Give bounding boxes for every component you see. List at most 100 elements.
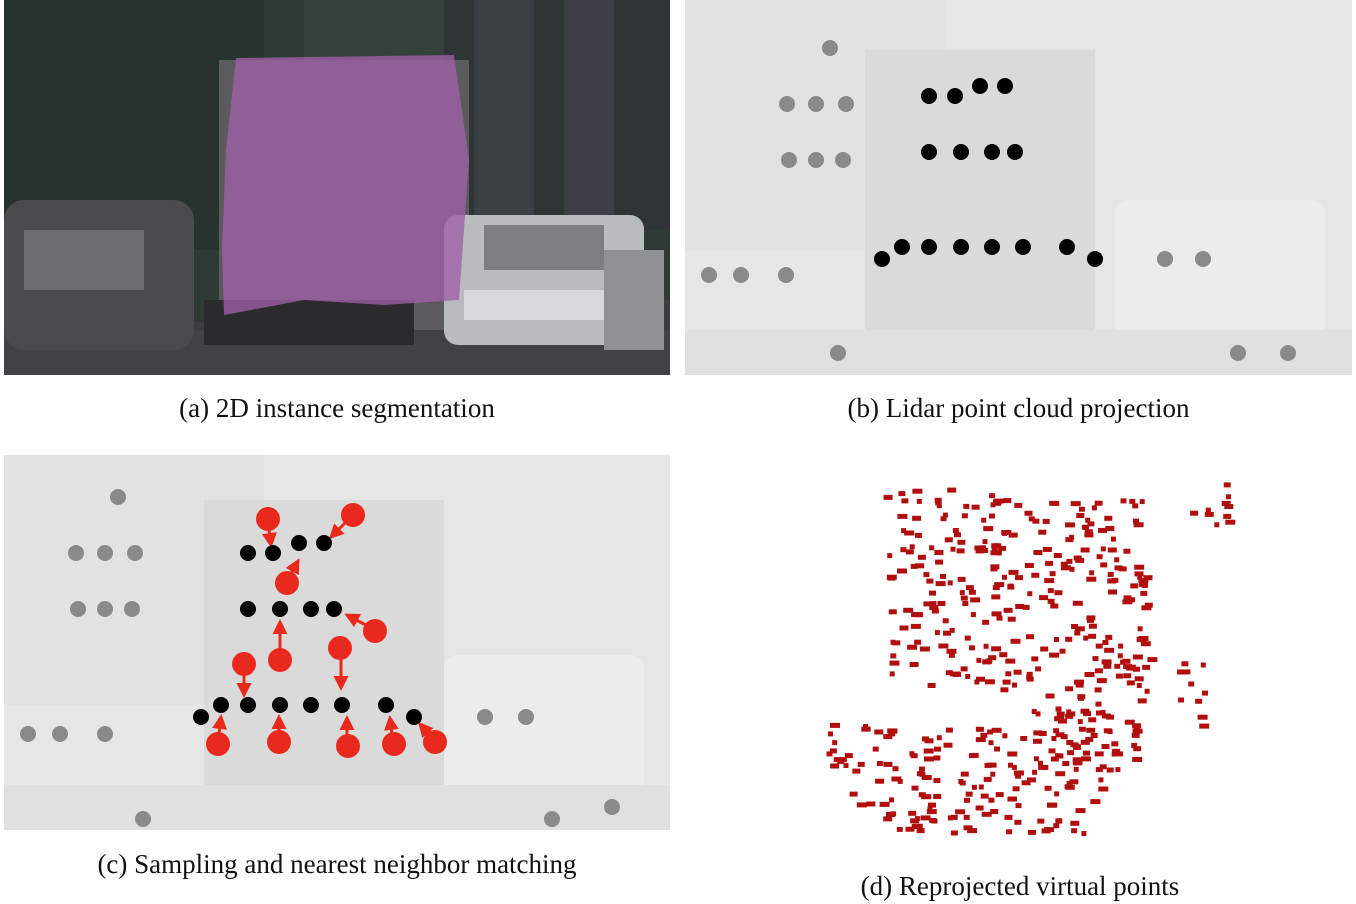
virtual-point [1006,829,1013,835]
virtual-point [924,756,934,762]
virtual-point [911,824,917,829]
virtual-point [982,619,990,625]
virtual-point [975,737,986,743]
virtual-point [830,722,840,728]
virtual-point [1133,746,1142,752]
virtual-point [1098,777,1104,783]
virtual-point [947,815,953,821]
virtual-point [1204,511,1214,517]
virtual-point [988,655,997,661]
virtual-point [994,746,1000,752]
virtual-point [911,612,922,618]
virtual-point [1007,751,1018,757]
virtual-point [929,817,937,823]
virtual-point [1065,522,1075,528]
virtual-point [928,802,936,808]
virtual-point [908,810,917,816]
virtual-point [900,547,907,553]
virtual-point [1144,688,1150,694]
virtual-point [934,746,941,752]
virtual-point [888,731,896,737]
virtual-point [1013,669,1022,675]
virtual-point [1001,530,1012,535]
virtual-point [1054,590,1063,596]
virtual-point [1008,569,1019,575]
virtual-point [901,528,907,534]
virtual-point [948,652,955,658]
virtual-point [983,643,989,649]
virtual-point [1033,730,1043,736]
virtual-point [995,792,1004,798]
virtual-point [1123,595,1132,601]
virtual-point [988,740,994,746]
virtual-point [1107,571,1114,577]
virtual-point [940,573,946,579]
virtual-point [1055,753,1062,759]
virtual-point [1122,599,1133,605]
virtual-point [989,513,995,519]
virtual-point [963,825,973,831]
virtual-point [1065,784,1075,790]
virtual-point [1071,828,1078,834]
virtual-point [1065,686,1074,692]
virtual-point [849,791,858,797]
virtual-point [1050,603,1059,609]
virtual-point [1066,558,1073,564]
virtual-point [1038,760,1043,766]
virtual-point [1028,516,1035,522]
virtual-point [910,818,920,824]
virtual-point [1095,767,1103,773]
virtual-point [990,809,999,814]
virtual-point [912,823,923,829]
virtual-point [924,738,934,744]
virtual-point [1070,820,1080,826]
virtual-point [1002,574,1007,580]
virtual-point [1108,589,1118,595]
virtual-point [830,763,840,769]
virtual-point [982,659,992,665]
virtual-point [1038,529,1047,535]
virtual-point [1080,708,1090,714]
virtual-point [1044,785,1052,791]
virtual-point [1038,731,1047,736]
virtual-point [1074,626,1085,632]
virtual-point [1199,723,1210,729]
virtual-point [926,809,937,815]
virtual-point [1008,532,1018,538]
virtual-point [1053,553,1062,558]
virtual-point [980,732,988,738]
virtual-point [1094,500,1103,506]
virtual-point [968,589,976,595]
virtual-point [919,771,926,777]
virtual-point [1133,522,1144,528]
virtual-point [1073,555,1082,561]
virtual-point [1078,726,1086,732]
virtual-point [1132,723,1142,729]
virtual-point [828,731,833,737]
virtual-point [1047,588,1054,594]
virtual-point [923,748,934,754]
virtual-point [970,597,981,603]
virtual-point [1118,566,1127,572]
virtual-point [910,623,921,629]
virtual-point [1214,522,1220,528]
virtual-point [1077,719,1083,725]
virtual-point [1070,501,1081,507]
virtual-point [963,814,970,820]
virtual-point [1054,791,1060,797]
virtual-point [990,550,1001,556]
panel-a-segmentation [4,0,670,375]
virtual-point [935,581,946,587]
virtual-point [844,753,853,759]
virtual-point [981,517,987,523]
virtual-point [1096,710,1105,716]
virtual-point [1024,510,1033,516]
virtual-point [1051,736,1057,741]
virtual-point [1115,767,1121,773]
virtual-point [986,762,997,768]
virtual-point [1026,674,1032,680]
virtual-point [1035,711,1041,717]
virtual-point [889,797,894,803]
virtual-point [987,729,994,735]
virtual-point [933,778,941,783]
